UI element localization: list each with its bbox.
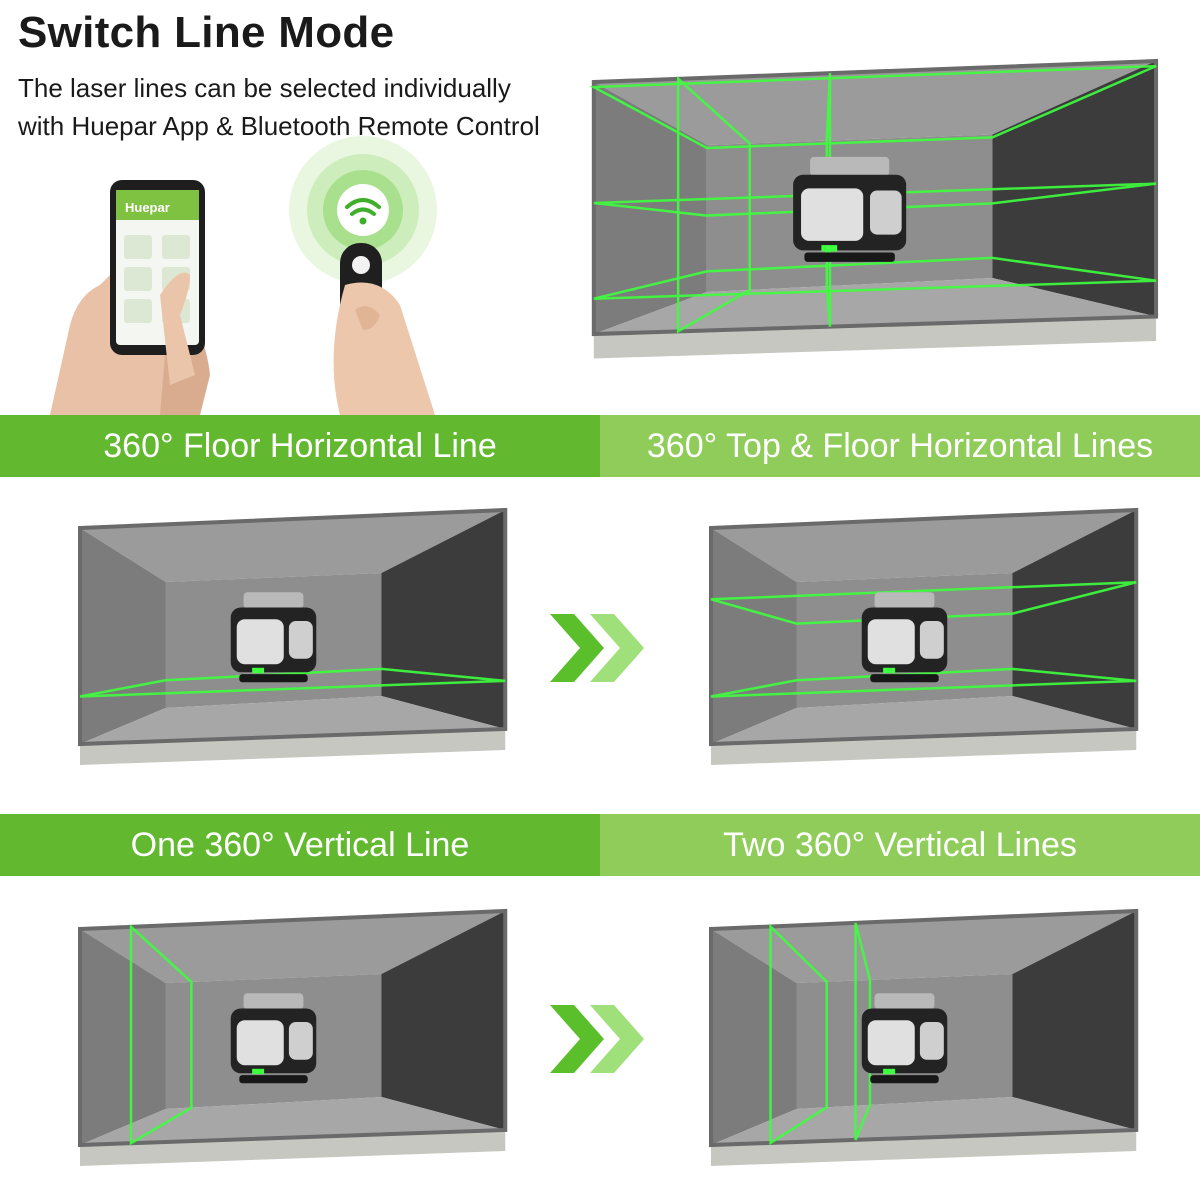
chevron-right-icon (550, 614, 604, 682)
chevron-right-icon (590, 614, 644, 682)
room-scene-all-lines (570, 40, 1165, 390)
chevron-right-icon (550, 1005, 604, 1073)
room-scene-one-vertical (62, 893, 512, 1193)
mode-floor-horizontal-label: 360° Floor Horizontal Line (0, 415, 600, 477)
room-scene-two-vertical (693, 893, 1143, 1193)
page-title: Switch Line Mode (18, 8, 395, 57)
wifi-icon (345, 198, 381, 216)
chevron-right-icon (590, 1005, 644, 1073)
app-brand-label: Huepar (125, 200, 170, 215)
next-arrows-row2 (548, 1003, 648, 1075)
subtitle-line-1: The laser lines can be selected individu… (18, 73, 511, 103)
mode-one-vertical-label: One 360° Vertical Line (0, 814, 600, 876)
room-scene-floor-horizontal (62, 492, 512, 792)
next-arrows-row1 (548, 612, 648, 684)
mode-top-floor-horizontal-label: 360° Top & Floor Horizontal Lines (600, 415, 1200, 477)
mode-two-vertical-label: Two 360° Vertical Lines (600, 814, 1200, 876)
subtitle-line-2: with Huepar App & Bluetooth Remote Contr… (18, 111, 540, 141)
room-scene-top-floor-horizontal (693, 492, 1143, 792)
phone-app-illustration: Huepar (30, 175, 230, 415)
remote-control-illustration (285, 135, 470, 415)
